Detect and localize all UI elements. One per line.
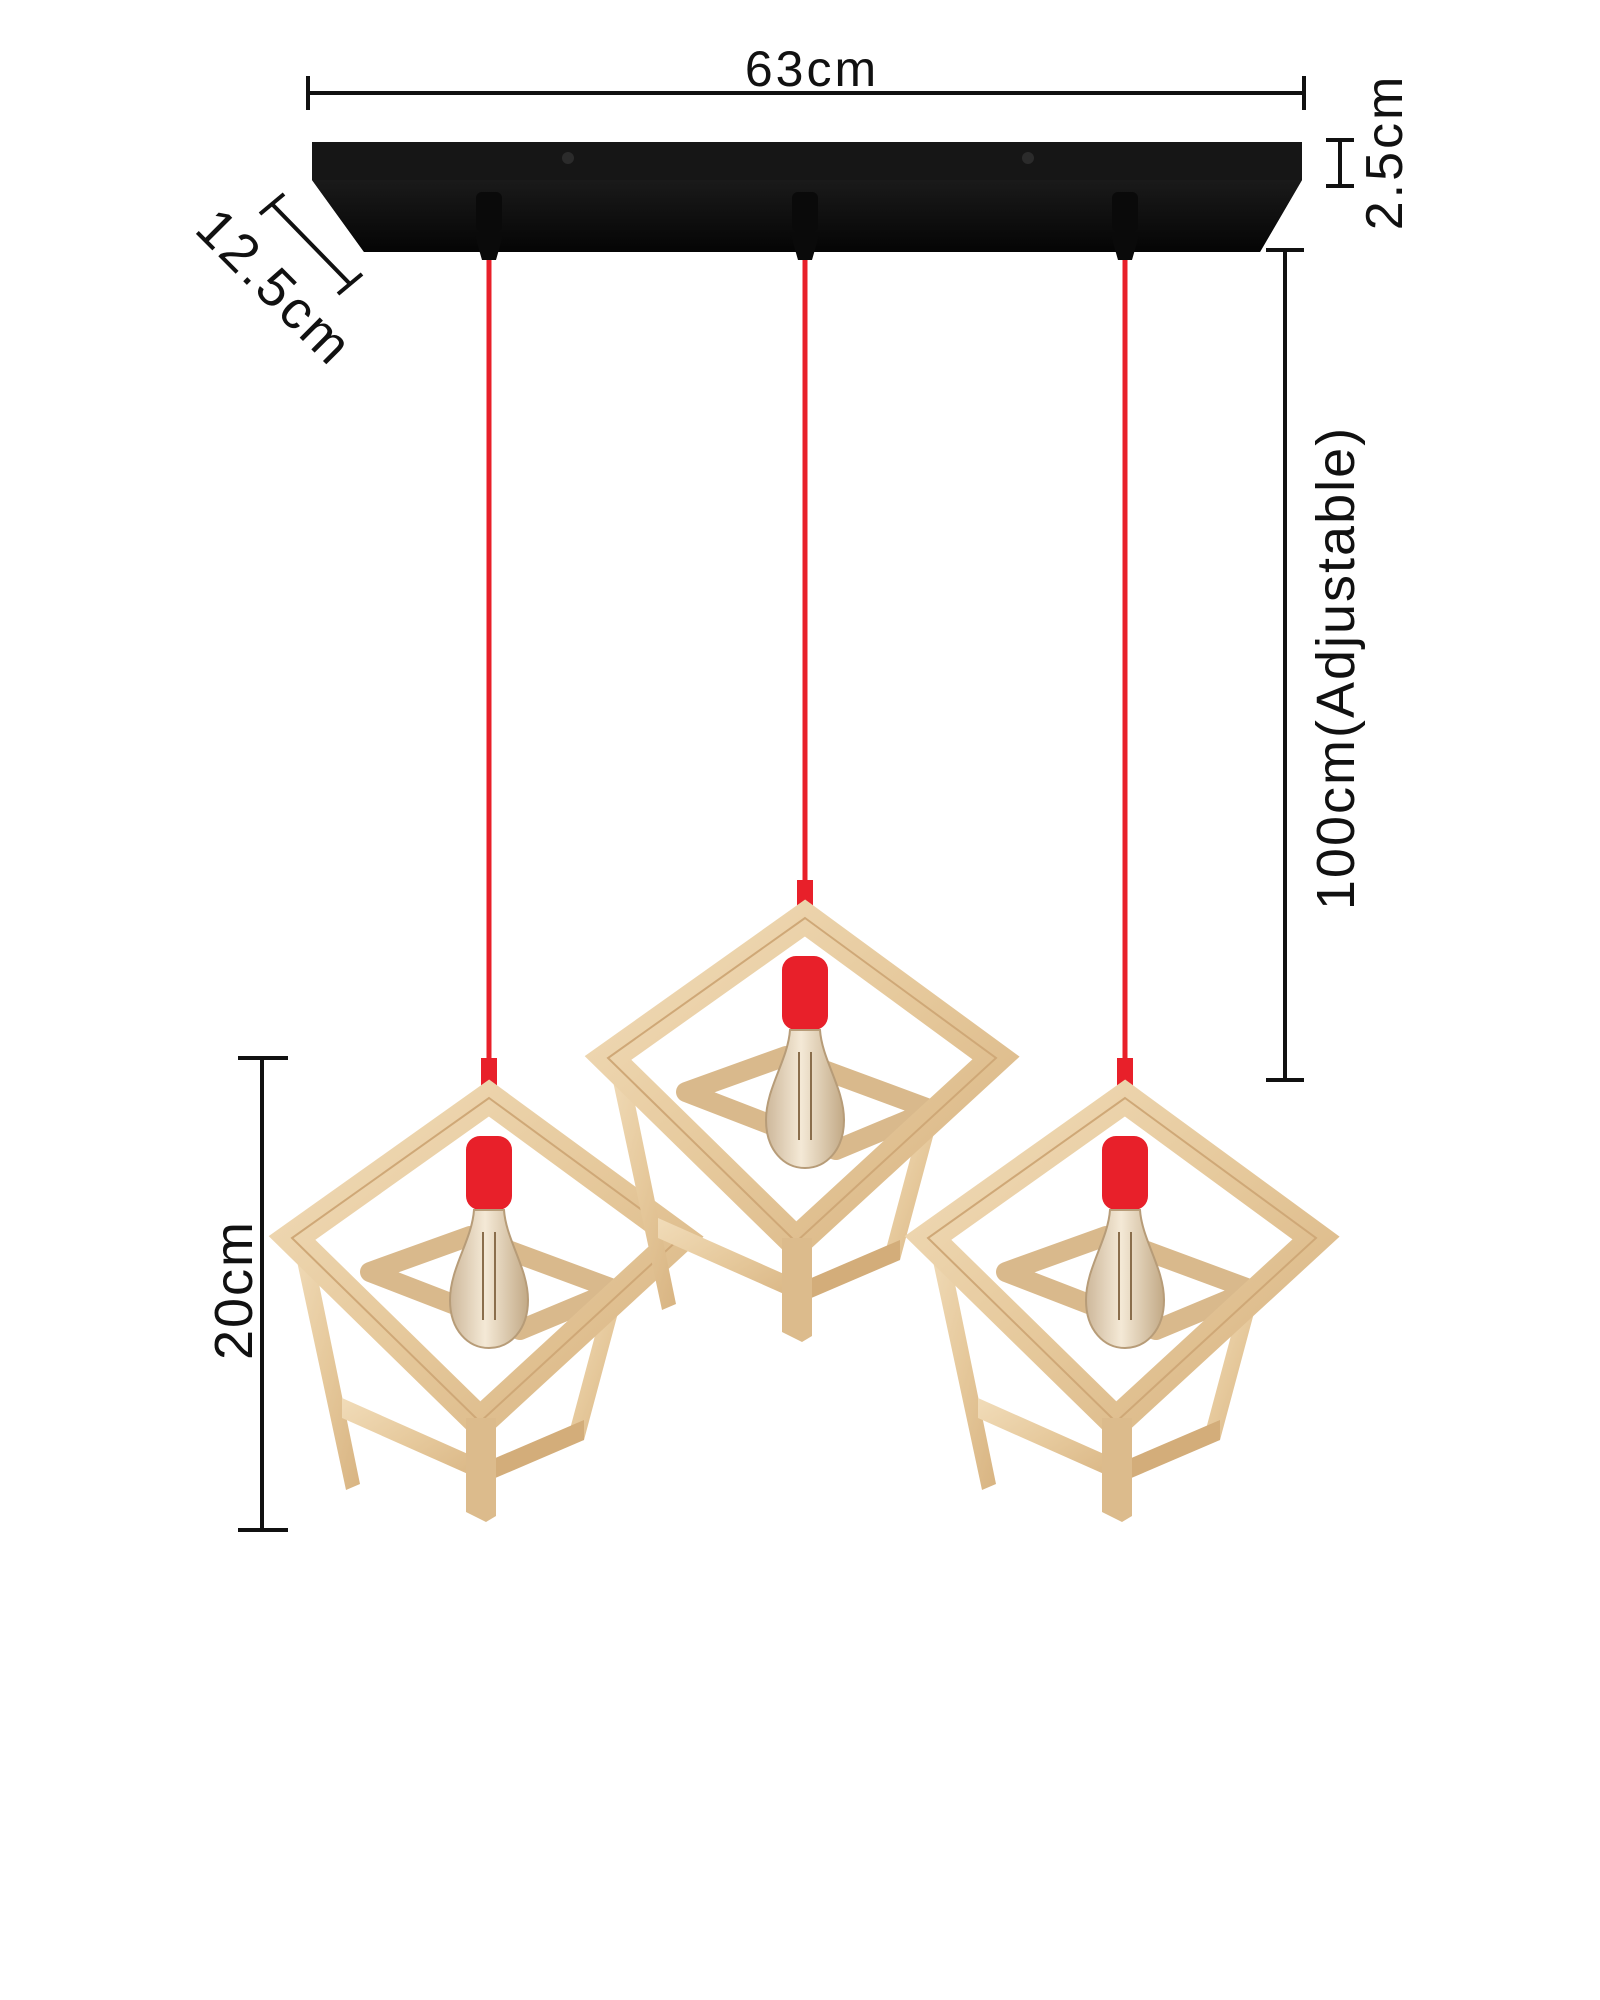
cord-grip (790, 192, 820, 260)
bulb-socket (1102, 1136, 1148, 1210)
cord-length-dimension-label: 100cm(Adjustable) (1306, 426, 1366, 910)
canopy-screw-icon (1022, 152, 1034, 164)
cord-grip (1110, 192, 1140, 260)
height-dimension-label: 2.5cm (1356, 74, 1414, 231)
depth-dimension-tick-bottom (336, 272, 364, 296)
bulb-socket (782, 956, 828, 1030)
bulb-socket (466, 1136, 512, 1210)
light-bulb-icon (1084, 1209, 1166, 1350)
depth-dimension-tick-top (258, 192, 286, 216)
ceiling-canopy (312, 142, 1302, 260)
height-dimension: 2.5cm (1326, 74, 1414, 231)
light-bulb-icon (764, 1029, 846, 1170)
light-bulb-icon (448, 1209, 530, 1350)
pendant-height-dimension: 20cm (204, 1056, 288, 1532)
wooden-cube-frame (268, 1079, 704, 1522)
width-dimension: 63cm (306, 41, 1306, 110)
pendant-center (584, 260, 1020, 1342)
pendant-left (268, 260, 704, 1522)
depth-dimension-line (270, 202, 352, 286)
cord-length-dimension: 100cm(Adjustable) (1266, 248, 1366, 1082)
depth-dimension: 12.5cm (185, 192, 365, 377)
pendant-right (904, 260, 1340, 1522)
width-dimension-label: 63cm (745, 41, 879, 97)
pendant-height-dimension-label: 20cm (204, 1220, 264, 1360)
canopy-screw-icon (562, 152, 574, 164)
cord-grip (474, 192, 504, 260)
depth-dimension-label: 12.5cm (185, 197, 365, 377)
